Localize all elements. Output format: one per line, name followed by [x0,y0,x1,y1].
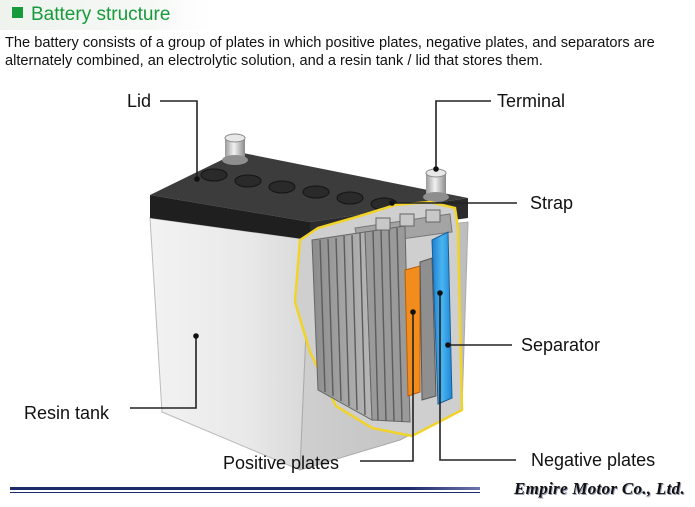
square-bullet-icon [12,7,23,18]
label-lid: Lid [127,91,152,111]
separator-sheet [431,231,453,405]
label-positive-plates: Positive plates [223,453,340,473]
leader-dots [193,166,451,348]
terminal-posts [222,133,449,202]
label-strap: Strap [530,193,574,213]
footer-rule [10,487,480,490]
label-separator: Separator [521,335,601,355]
section-title: Battery structure [12,4,170,26]
intro-paragraph: The battery consists of a group of plate… [5,35,655,69]
label-resin-tank: Resin tank [24,403,110,423]
footer-rule-thin [10,492,480,493]
cutaway [293,200,464,438]
leader-lines [130,100,517,462]
company-logo-text: Empire Motor Co., Ltd. [514,479,685,498]
plate-stack [311,225,411,423]
section-title-text: Battery structure [31,4,171,25]
label-terminal: Terminal [497,91,566,111]
label-negative-plates: Negative plates [531,450,656,470]
title-band [0,0,213,30]
